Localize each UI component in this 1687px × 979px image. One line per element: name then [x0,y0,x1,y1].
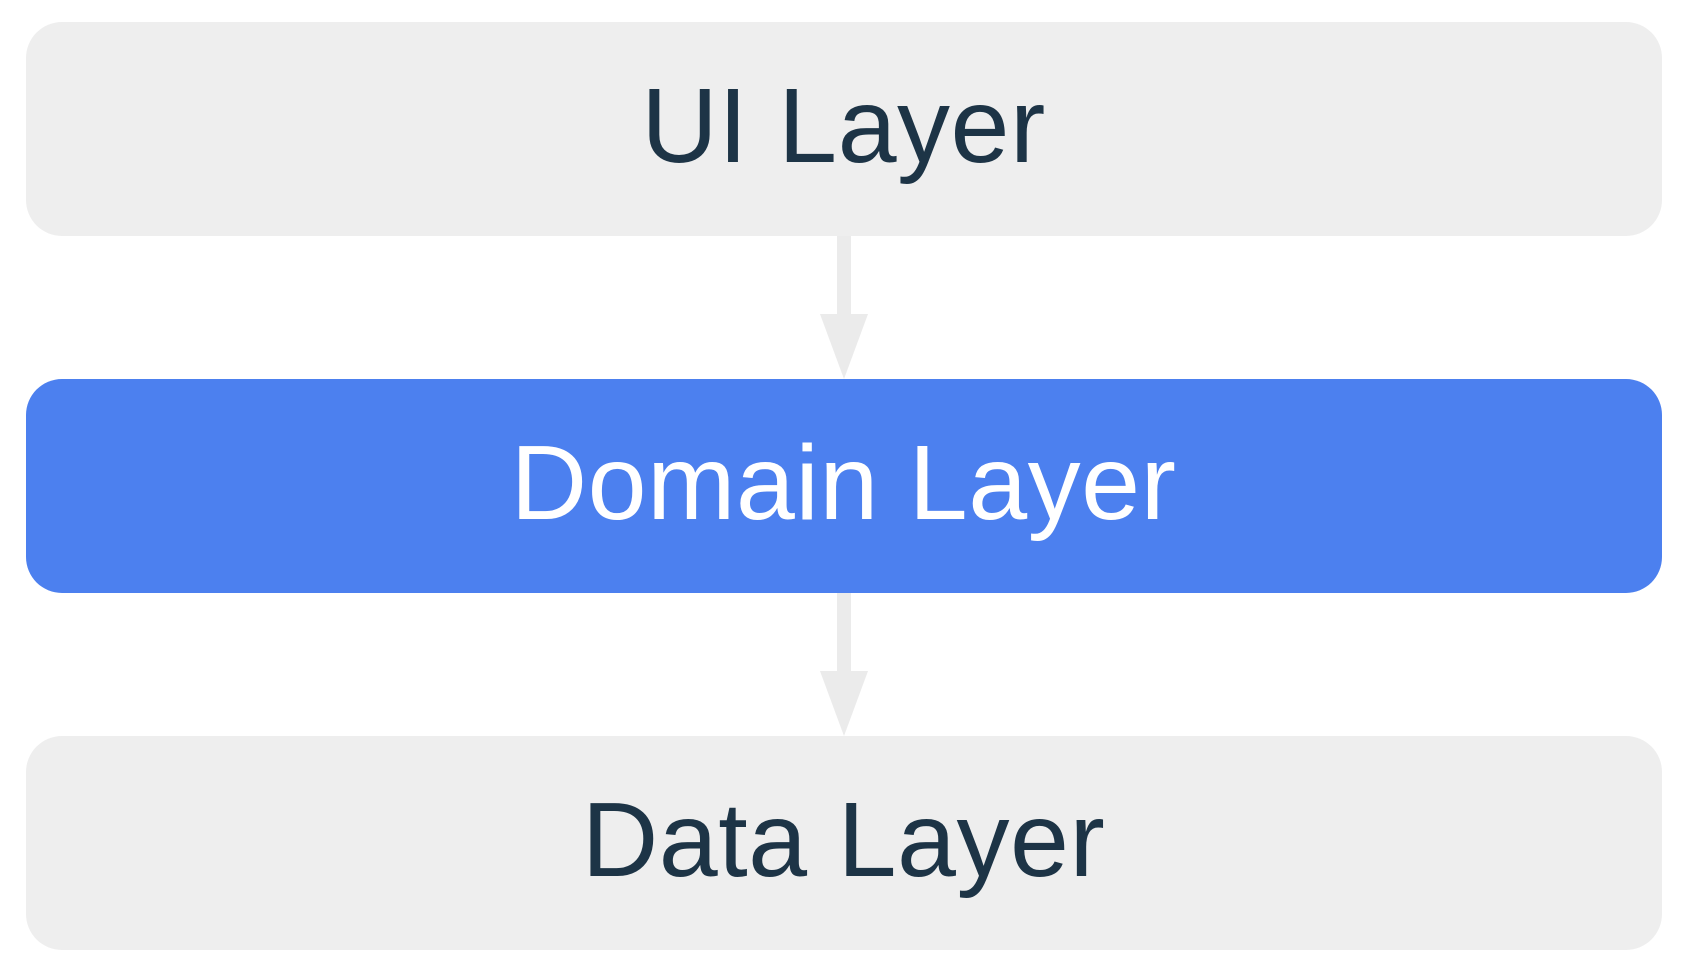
layer-box-ui: UI Layer [25,22,1662,236]
arrow-domain-to-data [819,593,868,736]
arrow-down-icon [819,314,868,379]
layer-label-domain: Domain Layer [510,424,1177,542]
layer-box-data: Data Layer [25,736,1662,950]
arrow-shaft [836,236,851,314]
layer-label-data: Data Layer [581,781,1106,899]
arrow-shaft [836,593,851,671]
layer-label-ui: UI Layer [641,67,1046,185]
layer-box-domain: Domain Layer [25,379,1662,593]
arrow-ui-to-domain [819,236,868,379]
arrow-down-icon [819,671,868,736]
